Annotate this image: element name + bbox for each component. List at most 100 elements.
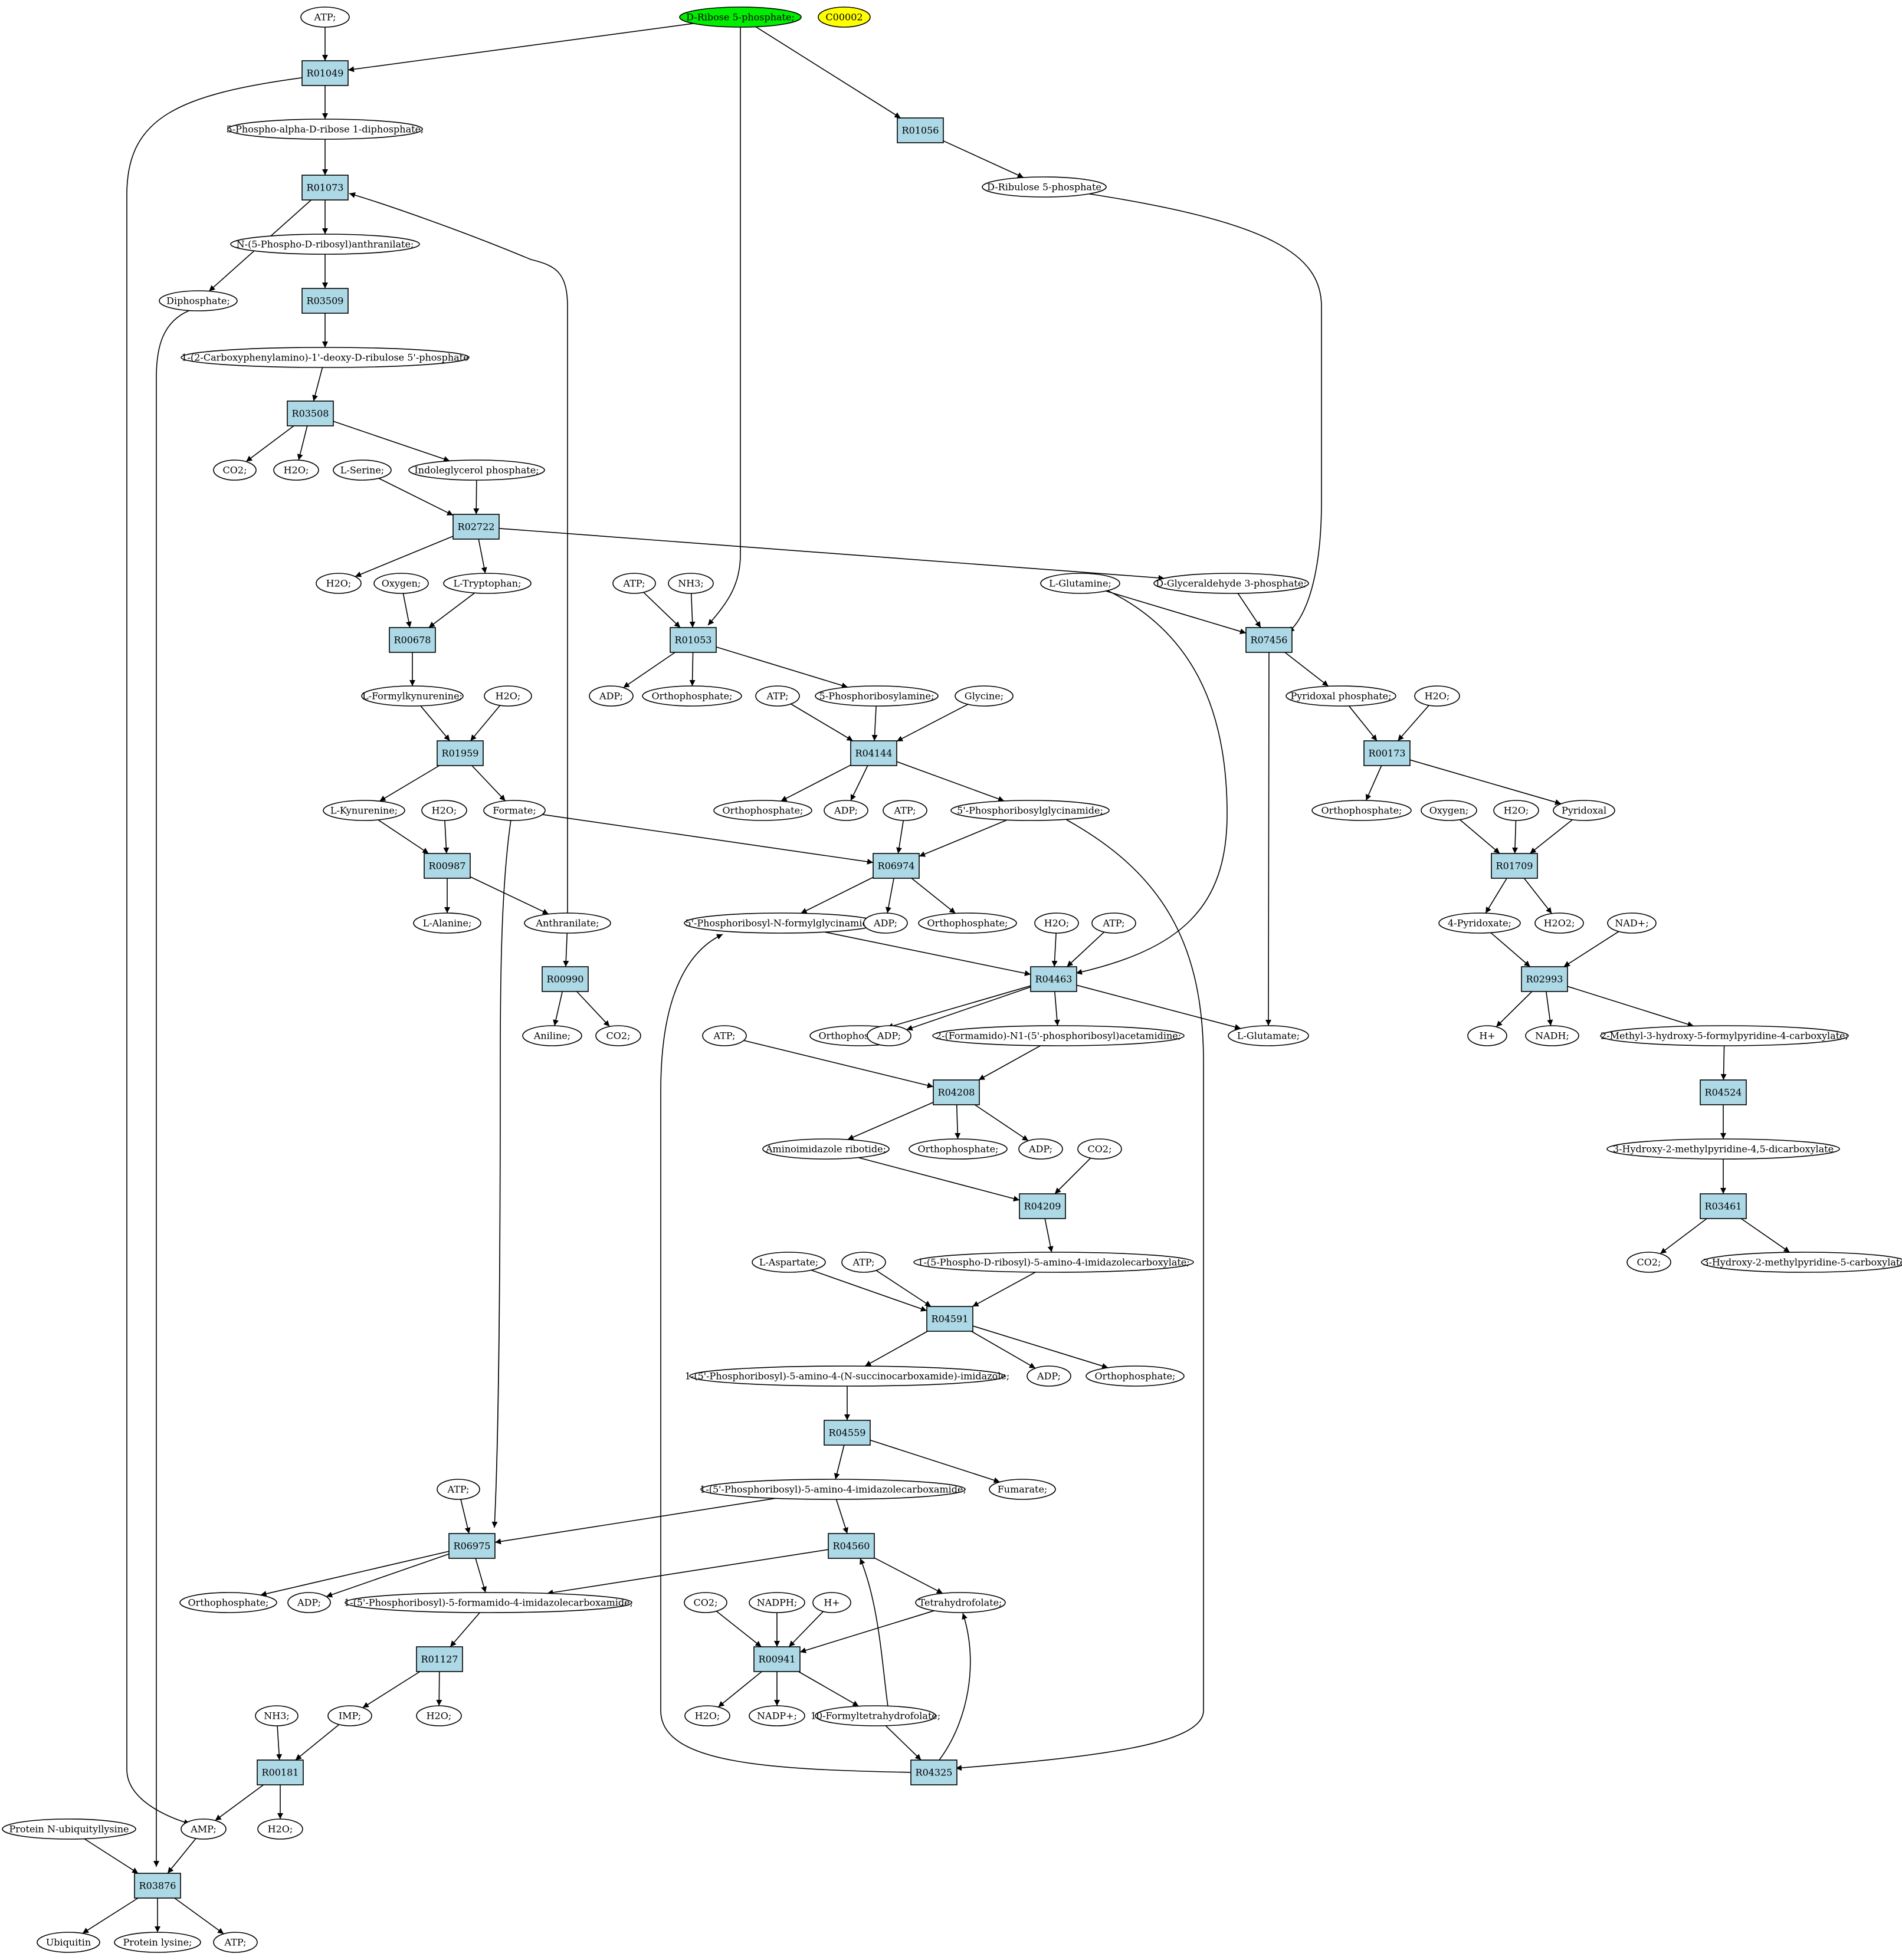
compound-node-c36[interactable]: 5'-Phosphoribosyl-N-formylglycinamide; xyxy=(684,912,878,934)
compound-node-c56[interactable]: H2O; xyxy=(1034,912,1079,934)
reaction-node-r18[interactable]: R04524 xyxy=(1700,1079,1747,1105)
compound-node-c26[interactable]: NH3; xyxy=(668,573,714,594)
reaction-node-r3[interactable]: R01073 xyxy=(301,175,349,201)
reaction-node-r21[interactable]: R04208 xyxy=(933,1079,980,1105)
compound-node-c20[interactable]: Formate; xyxy=(483,800,546,821)
compound-node-c57[interactable]: ATP; xyxy=(1091,912,1136,934)
compound-node-c67[interactable]: 1-(5-Phospho-D-ribosyl)-5-amino-4-imidaz… xyxy=(913,1252,1194,1273)
reaction-node-r24[interactable]: R04559 xyxy=(824,1420,871,1446)
compound-node-c60[interactable]: 2-(Formamido)-N1-(5'-phosphoribosyl)acet… xyxy=(932,1025,1185,1046)
compound-node-c14[interactable]: Oxygen; xyxy=(373,573,429,594)
compound-node-c89[interactable]: Protein N-ubiquityllysine xyxy=(2,1818,136,1840)
compound-node-c34[interactable]: 5'-Phosphoribosylglycinamide; xyxy=(950,800,1110,821)
compound-node-c88[interactable]: H2O; xyxy=(416,1705,462,1726)
compound-node-c39[interactable]: L-Glutamine; xyxy=(1040,573,1120,594)
reaction-node-r25[interactable]: R06975 xyxy=(448,1533,496,1559)
reaction-node-r31[interactable]: R03876 xyxy=(134,1873,181,1899)
compound-node-c75[interactable]: ATP; xyxy=(437,1479,480,1500)
compound-node-c51[interactable]: NADH; xyxy=(1525,1025,1579,1046)
compound-node-c70[interactable]: 1-(5'-Phosphoribosyl)-5-amino-4-(N-succi… xyxy=(685,1365,1010,1387)
compound-node-c2[interactable]: D-Ribose 5-phosphate; xyxy=(679,6,802,28)
compound-node-c92[interactable]: Ubiquitin xyxy=(37,1932,100,1953)
reaction-node-r17[interactable]: R02993 xyxy=(1521,966,1568,992)
reaction-node-r16[interactable]: R01709 xyxy=(1491,853,1538,879)
compound-node-c45[interactable]: H2O; xyxy=(1493,800,1539,821)
reaction-node-r7[interactable]: R00678 xyxy=(389,627,436,653)
compound-node-c9[interactable]: CO2; xyxy=(213,459,257,481)
reaction-node-r23[interactable]: R04591 xyxy=(926,1306,973,1332)
compound-node-c93[interactable]: Protein lysine; xyxy=(114,1932,201,1953)
compound-node-c15[interactable]: L-Tryptophan; xyxy=(443,573,532,594)
compound-node-c86[interactable]: NH3; xyxy=(255,1705,299,1726)
reaction-node-r2[interactable]: R01056 xyxy=(897,117,944,143)
compound-node-c13[interactable]: H2O; xyxy=(316,573,362,594)
reaction-node-r11[interactable]: R01053 xyxy=(670,627,717,653)
compound-node-c62[interactable]: ATP; xyxy=(702,1025,747,1046)
compound-node-c32[interactable]: Orthophosphate; xyxy=(713,800,812,821)
compound-node-c47[interactable]: 4-Pyridoxate; xyxy=(1438,912,1521,934)
reaction-node-r6[interactable]: R02722 xyxy=(452,514,500,540)
compound-node-c33[interactable]: ADP; xyxy=(824,800,868,821)
compound-node-c30[interactable]: ATP; xyxy=(755,685,800,707)
reaction-node-r9[interactable]: R00987 xyxy=(424,853,471,879)
compound-node-c55[interactable]: 3-Hydroxy-2-methylpyridine-5-carboxylate xyxy=(1701,1252,1902,1273)
compound-node-c64[interactable]: Orthophosphate; xyxy=(909,1138,1008,1160)
compound-node-c83[interactable]: H2O; xyxy=(684,1705,730,1726)
compound-node-c76[interactable]: Orthophosphate; xyxy=(179,1592,277,1613)
compound-node-c8[interactable]: 1-(2-Carboxyphenylamino)-1'-deoxy-D-ribu… xyxy=(181,347,470,368)
reaction-node-r26[interactable]: R04560 xyxy=(828,1533,875,1559)
compound-node-c79[interactable]: Tetrahydrofolate; xyxy=(915,1592,1006,1613)
compound-node-c46[interactable]: Pyridoxal xyxy=(1553,800,1615,821)
compound-node-c40[interactable]: D-Glyceraldehyde 3-phosphate; xyxy=(1153,573,1309,594)
compound-node-c85[interactable]: 10-Formyltetrahydrofolate; xyxy=(811,1705,940,1726)
compound-node-c18[interactable]: L-Kynurenine; xyxy=(323,800,405,821)
compound-node-c73[interactable]: 1-(5'-Phosphoribosyl)-5-amino-4-imidazol… xyxy=(700,1479,966,1500)
reaction-node-r4[interactable]: R03509 xyxy=(301,288,349,314)
compound-node-c80[interactable]: CO2; xyxy=(684,1592,727,1613)
compound-node-c91[interactable]: H2O; xyxy=(257,1818,303,1840)
compound-node-c28[interactable]: Orthophosphate; xyxy=(642,685,742,707)
compound-node-c72[interactable]: Orthophosphate; xyxy=(1086,1365,1185,1387)
compound-node-c29[interactable]: 5-Phosphoribosylamine; xyxy=(815,685,939,707)
compound-node-c10[interactable]: H2O; xyxy=(273,459,319,481)
compound-node-c3[interactable]: C00002 xyxy=(818,6,871,28)
compound-node-c12[interactable]: Indoleglycerol phosphate; xyxy=(408,459,545,481)
compound-node-c77[interactable]: ADP; xyxy=(287,1592,331,1613)
compound-node-c11[interactable]: L-Serine; xyxy=(333,459,392,481)
compound-node-c82[interactable]: H+ xyxy=(812,1592,851,1613)
reaction-node-r27[interactable]: R00941 xyxy=(753,1646,801,1672)
compound-node-c52[interactable]: 2-Methyl-3-hydroxy-5-formylpyridine-4-ca… xyxy=(1600,1025,1849,1046)
compound-node-c69[interactable]: ATP; xyxy=(841,1252,886,1273)
compound-node-c7[interactable]: Diphosphate; xyxy=(159,290,238,311)
compound-node-c44[interactable]: Oxygen; xyxy=(1421,800,1477,821)
compound-node-c90[interactable]: AMP; xyxy=(181,1818,227,1840)
compound-node-c1[interactable]: ATP; xyxy=(300,6,350,28)
reaction-node-r15[interactable]: R00173 xyxy=(1363,740,1411,766)
reaction-node-r29[interactable]: R04325 xyxy=(910,1759,957,1785)
compound-node-c35[interactable]: ATP; xyxy=(883,800,927,821)
compound-node-c65[interactable]: ADP; xyxy=(1018,1138,1063,1160)
compound-node-c37[interactable]: ADP; xyxy=(863,912,908,934)
compound-node-c68[interactable]: L-Aspartate; xyxy=(752,1252,826,1273)
compound-node-c27[interactable]: ADP; xyxy=(589,685,634,707)
compound-node-c71[interactable]: ADP; xyxy=(1027,1365,1071,1387)
compound-node-c74[interactable]: Fumarate; xyxy=(989,1479,1056,1500)
compound-node-c84[interactable]: NADP+; xyxy=(749,1705,805,1726)
reaction-node-r5[interactable]: R03508 xyxy=(287,400,334,426)
compound-node-c94[interactable]: ATP; xyxy=(213,1932,258,1953)
compound-node-c21[interactable]: L-Alanine; xyxy=(413,912,481,934)
compound-node-c4[interactable]: 5-Phospho-alpha-D-ribose 1-diphosphate; xyxy=(227,119,424,140)
reaction-node-r13[interactable]: R06974 xyxy=(873,853,920,879)
compound-node-c81[interactable]: NADPH; xyxy=(749,1592,805,1613)
reaction-node-r1[interactable]: R01049 xyxy=(301,60,349,86)
compound-node-c22[interactable]: Anthranilate; xyxy=(524,912,611,934)
compound-node-c63[interactable]: Aminoimidazole ribotide; xyxy=(762,1138,890,1160)
compound-node-c24[interactable]: CO2; xyxy=(595,1025,641,1046)
compound-node-c19[interactable]: H2O; xyxy=(421,800,467,821)
compound-node-c23[interactable]: Aniline; xyxy=(522,1025,582,1046)
compound-node-c66[interactable]: CO2; xyxy=(1077,1138,1122,1160)
compound-node-c17[interactable]: H2O; xyxy=(484,685,532,707)
reaction-node-r14[interactable]: R07456 xyxy=(1245,627,1293,653)
compound-node-c49[interactable]: NAD+; xyxy=(1607,912,1657,934)
compound-node-c25[interactable]: ATP; xyxy=(612,573,656,594)
